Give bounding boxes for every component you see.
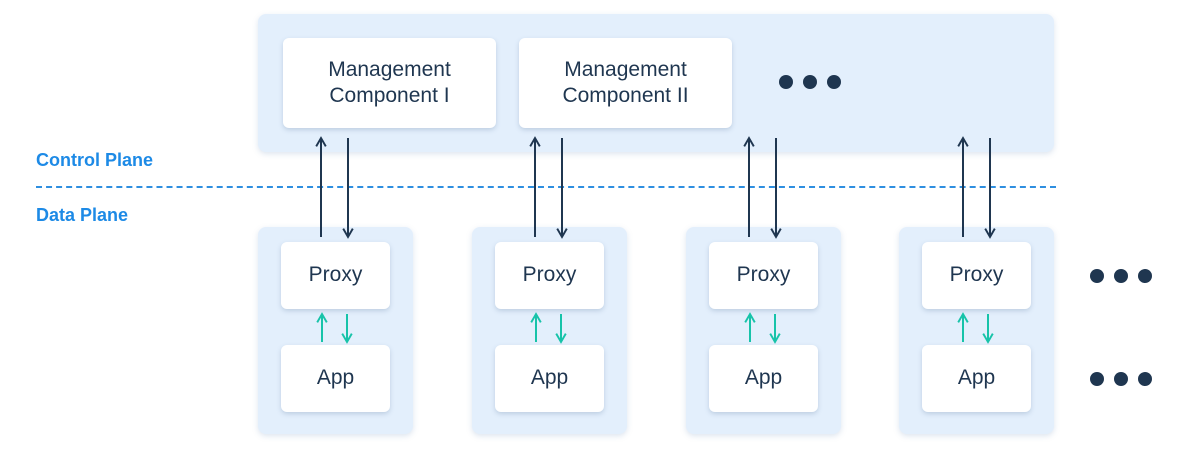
proxy-box-3: Proxy [709, 242, 818, 309]
app-box-1: App [281, 345, 390, 412]
app-box-2: App [495, 345, 604, 412]
proxy-box-4: Proxy [922, 242, 1031, 309]
more-proxies-ellipsis [1090, 269, 1152, 283]
proxy-box-1: Proxy [281, 242, 390, 309]
ellipsis-dot [803, 75, 817, 89]
ellipsis-dot [1114, 372, 1128, 386]
ellipsis-dot [1090, 372, 1104, 386]
app-box-3: App [709, 345, 818, 412]
management-component-2: Management Component II [519, 38, 732, 128]
app-box-4: App [922, 345, 1031, 412]
control-plane-label: Control Plane [36, 150, 154, 170]
ellipsis-dot [1138, 372, 1152, 386]
ellipsis-dot [779, 75, 793, 89]
ellipsis-dot [1090, 269, 1104, 283]
more-apps-ellipsis [1090, 372, 1152, 386]
ellipsis-dot [1114, 269, 1128, 283]
proxy-box-2: Proxy [495, 242, 604, 309]
management-component-1: Management Component I [283, 38, 496, 128]
ellipsis-dot [827, 75, 841, 89]
more-components-ellipsis [779, 75, 841, 89]
plane-divider [36, 186, 1056, 188]
ellipsis-dot [1138, 269, 1152, 283]
data-plane-label: Data Plane [36, 205, 129, 225]
